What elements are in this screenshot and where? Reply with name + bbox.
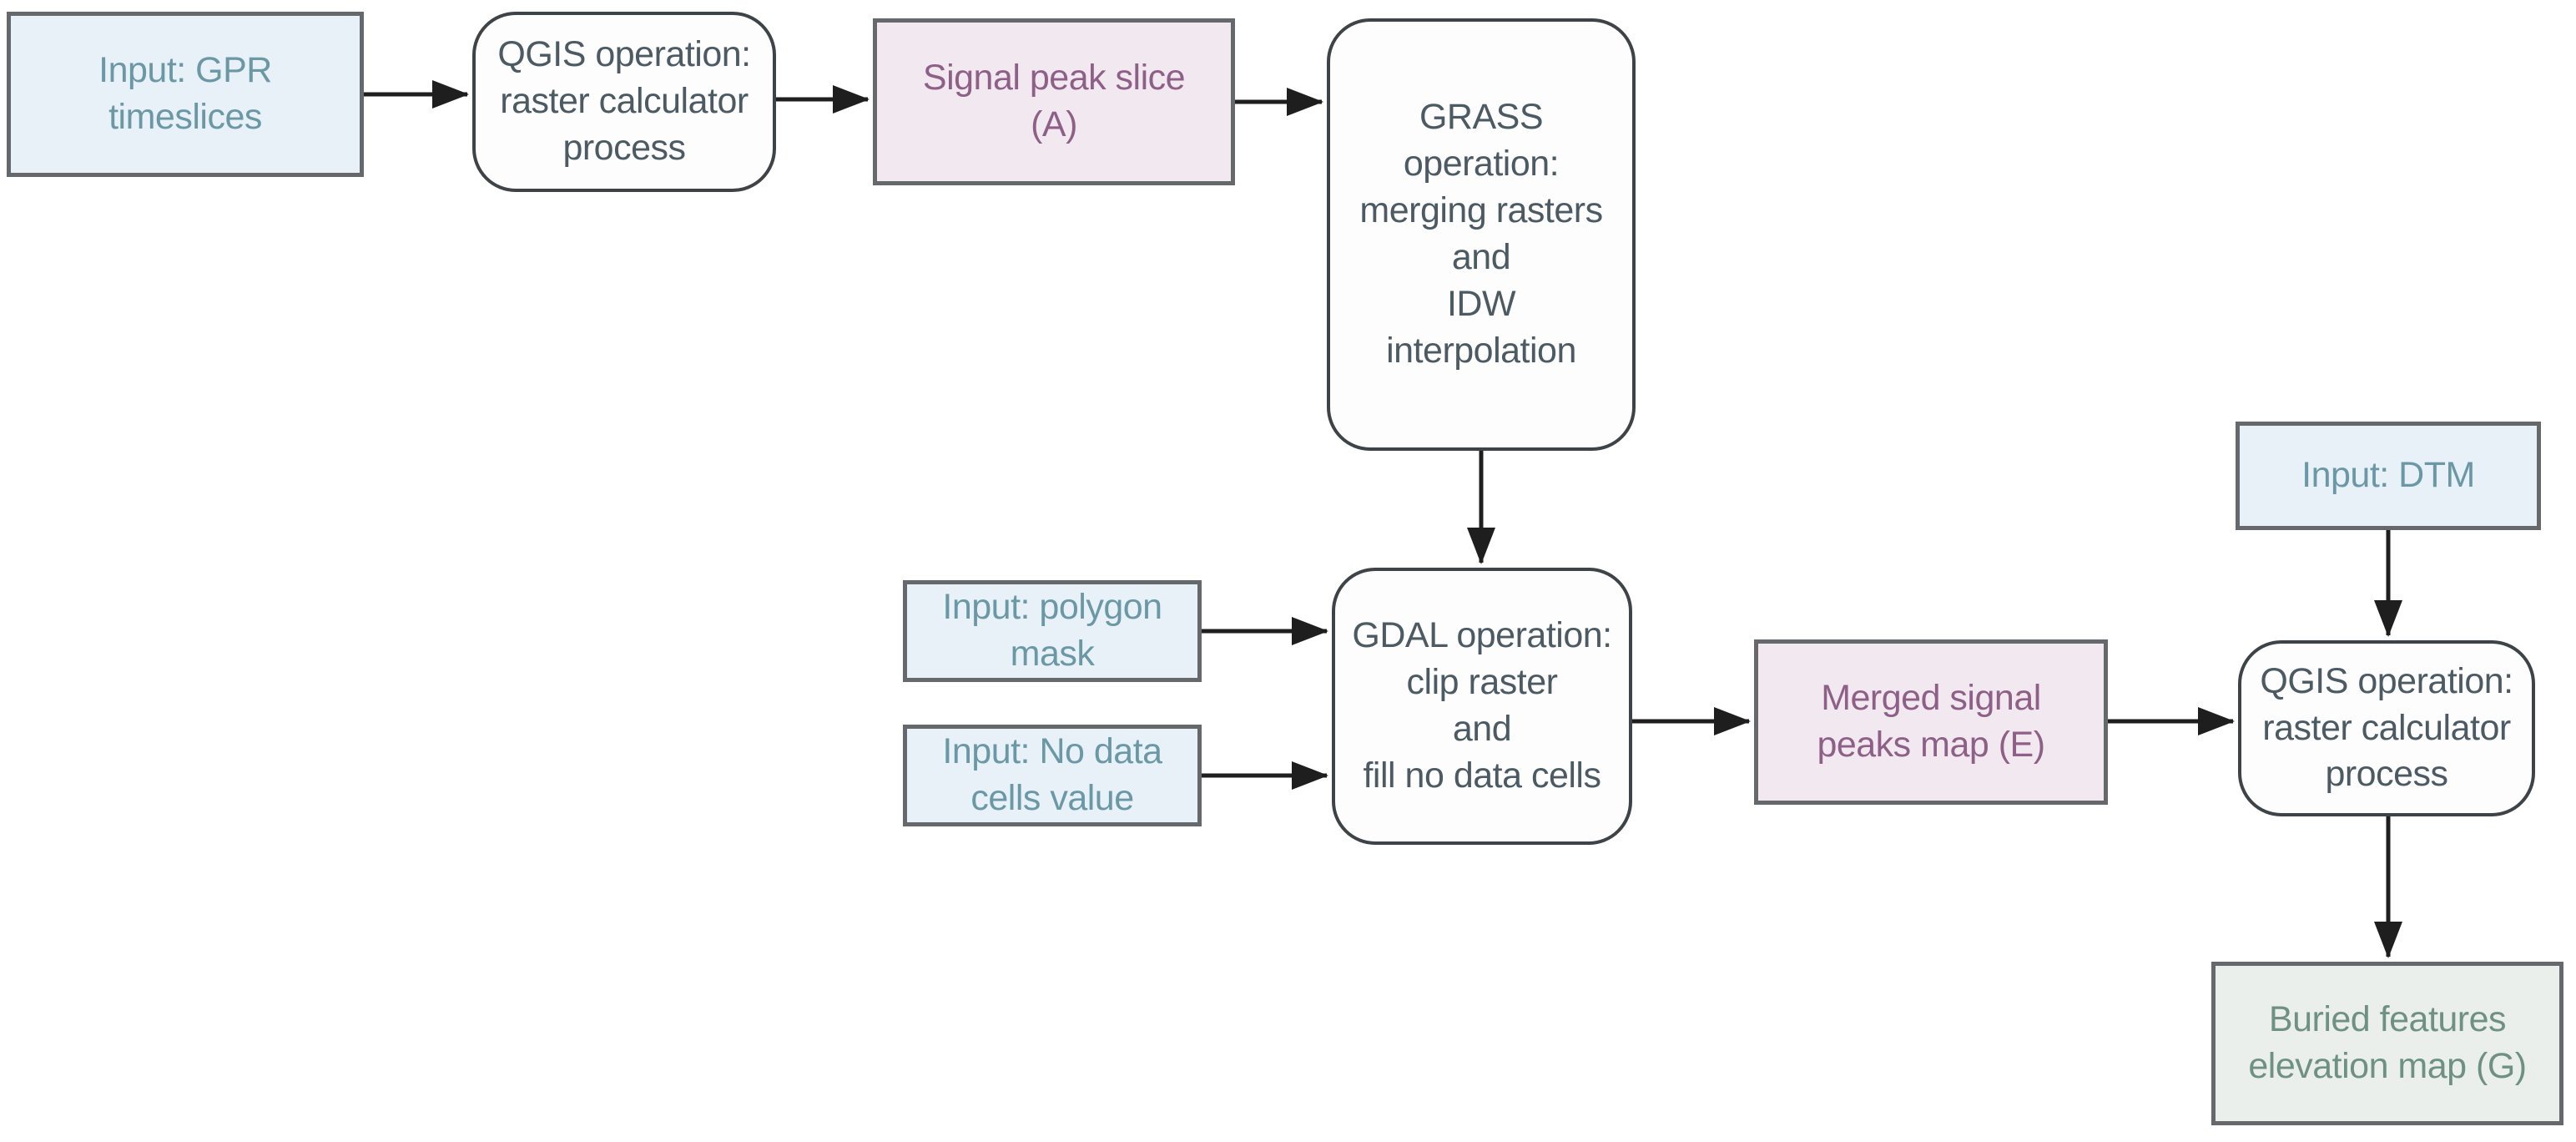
node-buried-features-elevation-map-g: Buried features elevation map (G) [2211, 962, 2563, 1125]
node-gdal-clip-fill: GDAL operation: clip raster and fill no … [1332, 568, 1632, 845]
node-grass-merge-idw: GRASS operation: merging rasters and IDW… [1327, 18, 1636, 451]
node-signal-peak-slice-a: Signal peak slice (A) [873, 18, 1235, 185]
node-qgis-raster-calculator-1: QGIS operation: raster calculator proces… [472, 12, 776, 192]
node-label: Input: No data cells value [942, 731, 1162, 818]
node-label: GRASS operation: merging rasters and IDW… [1359, 97, 1603, 371]
node-label: Buried features elevation map (G) [2248, 999, 2527, 1086]
node-label: GDAL operation: clip raster and fill no … [1352, 615, 1612, 796]
node-label: Signal peak slice (A) [922, 58, 1186, 144]
node-merged-signal-peaks-map-e: Merged signal peaks map (E) [1754, 639, 2108, 805]
node-label: Merged signal peaks map (E) [1817, 678, 2045, 765]
node-label: Input: polygon mask [942, 587, 1162, 674]
node-label: QGIS operation: raster calculator proces… [2260, 660, 2513, 795]
node-label: Input: DTM [2301, 455, 2475, 496]
node-label: QGIS operation: raster calculator proces… [497, 34, 751, 168]
node-input-no-data-cells-value: Input: No data cells value [903, 725, 1202, 826]
node-input-polygon-mask: Input: polygon mask [903, 580, 1202, 682]
node-qgis-raster-calculator-2: QGIS operation: raster calculator proces… [2238, 640, 2535, 816]
node-label: Input: GPR timeslices [98, 50, 272, 137]
node-input-dtm: Input: DTM [2236, 422, 2541, 530]
node-input-gpr-timeslices: Input: GPR timeslices [7, 12, 364, 177]
